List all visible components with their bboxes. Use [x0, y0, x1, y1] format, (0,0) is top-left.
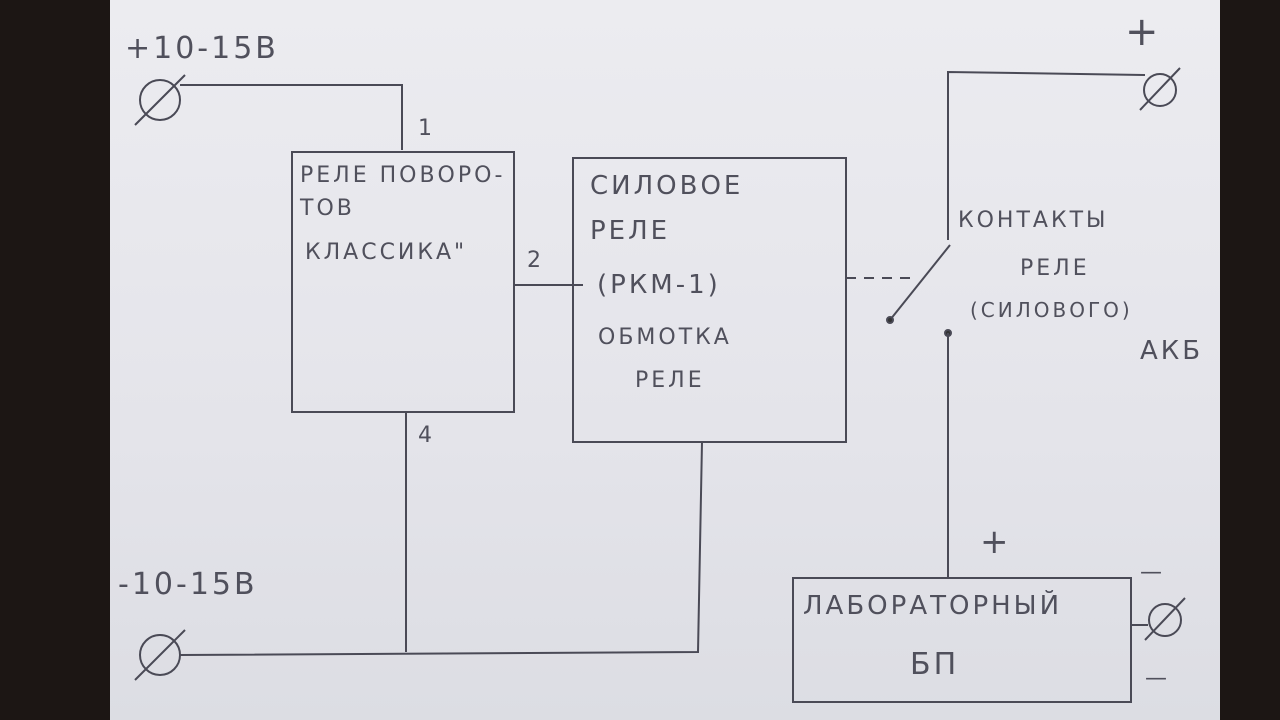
turn-relay-line1: РЕЛЕ ПОВОРО- — [300, 163, 506, 188]
lab-psu-line1: ЛАБОРАТОРНЫЙ — [803, 591, 1063, 621]
power-relay-box — [572, 157, 847, 443]
psu-minus-bottom: — — [1145, 666, 1170, 691]
lab-psu-box — [792, 577, 1132, 703]
terminal-psu-minus — [1144, 597, 1186, 641]
turn-relay-box — [291, 151, 515, 413]
turn-relay-line3: КЛАССИКА" — [305, 240, 468, 265]
lab-psu-line2: БП — [910, 647, 960, 682]
power-relay-line4: ОБМОТКА — [598, 325, 732, 350]
wire-minus-bus — [179, 441, 703, 656]
power-relay-line3: (РКМ-1) — [597, 270, 721, 300]
pin2-label: 2 — [527, 248, 544, 273]
wire-battery-plus — [947, 70, 1146, 240]
terminal-battery-plus — [1139, 67, 1181, 111]
pin1-label: 1 — [418, 116, 435, 141]
terminal-minus-supply — [134, 629, 186, 681]
minus-supply-label: -10-15В — [118, 567, 258, 602]
psu-plus-sign: + — [980, 522, 1012, 562]
psu-minus-top: — — [1140, 560, 1165, 585]
power-relay-line1: СИЛОВОЕ — [590, 171, 744, 201]
relay-contact-switch — [889, 244, 951, 321]
terminal-plus-supply — [134, 74, 186, 126]
paper-sheet — [110, 0, 1220, 720]
turn-relay-line2: ТОВ — [300, 196, 355, 221]
plus-supply-label: +10-15В — [125, 31, 279, 66]
contacts-line1: КОНТАКТЫ — [958, 208, 1109, 233]
battery-plus-sign: + — [1125, 9, 1162, 55]
contacts-line2: РЕЛЕ — [1020, 256, 1090, 281]
pin4-label: 4 — [418, 423, 435, 448]
battery-label: АКБ — [1140, 336, 1204, 366]
wire-plus-to-pin1 — [180, 84, 403, 150]
contacts-line3: (СИЛОВОГО) — [970, 298, 1133, 322]
power-relay-line5: РЕЛЕ — [635, 368, 705, 393]
power-relay-line2: РЕЛЕ — [590, 216, 671, 246]
